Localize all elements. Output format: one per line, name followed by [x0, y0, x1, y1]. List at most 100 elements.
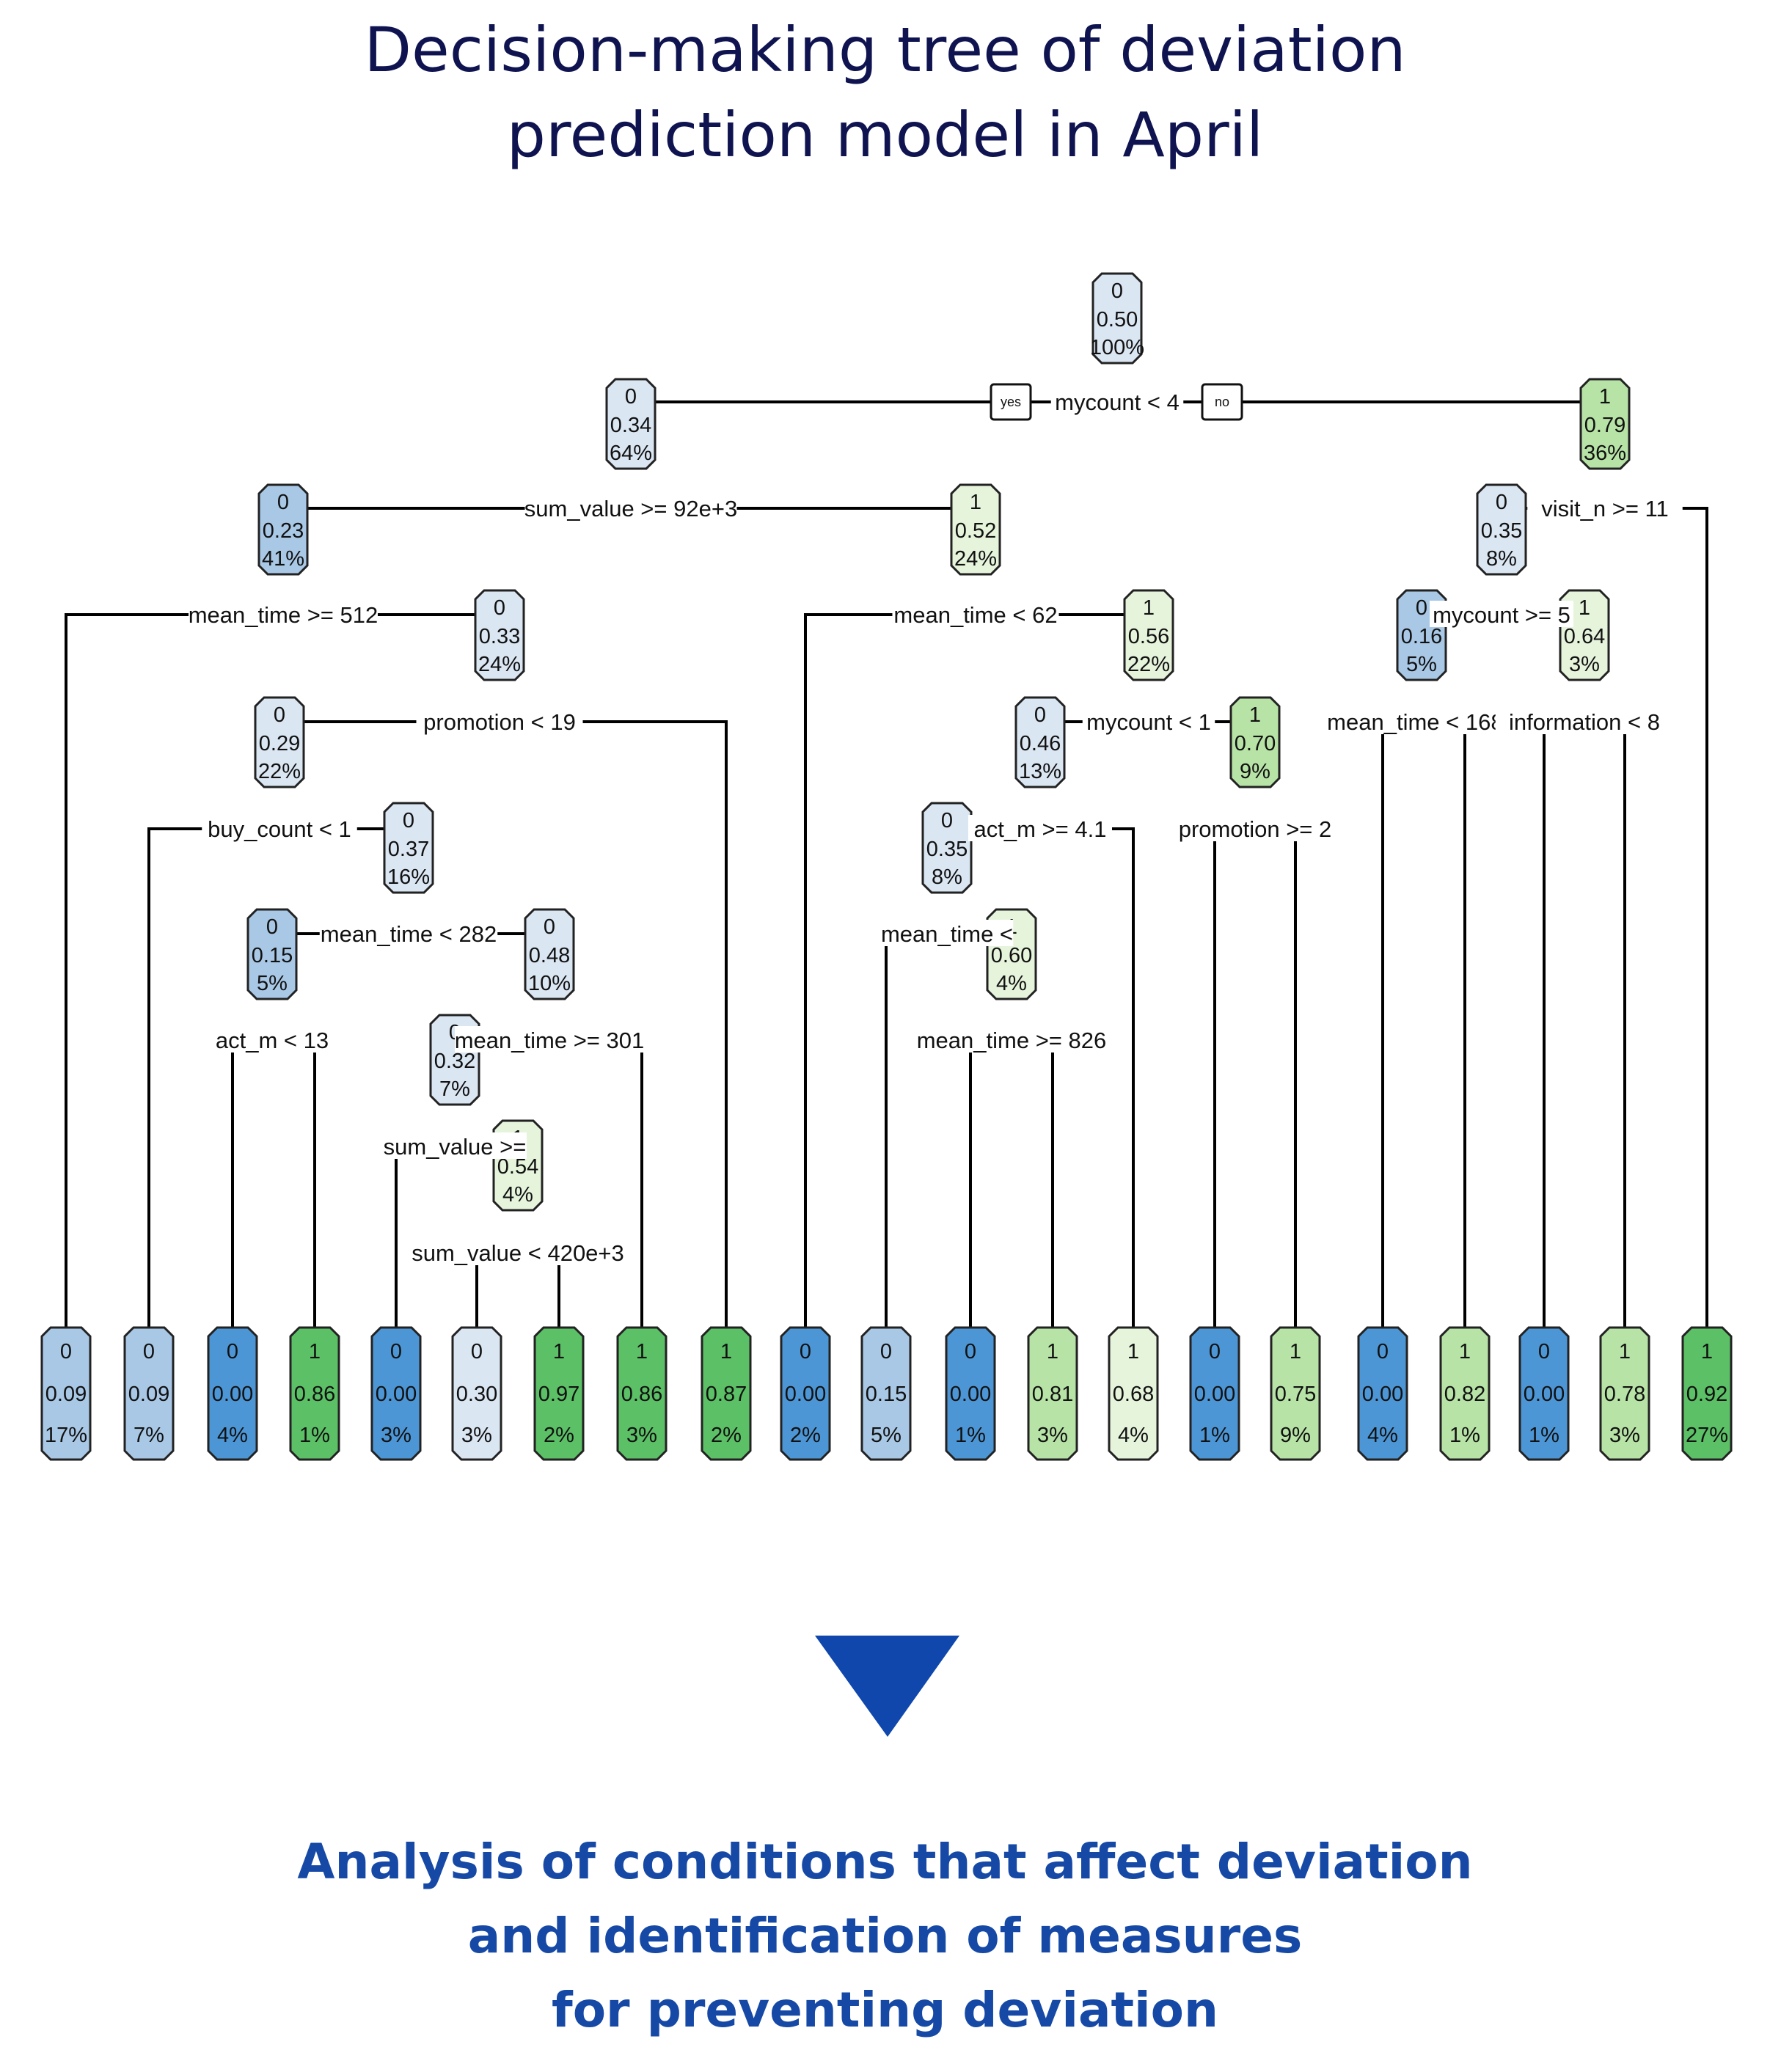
leaf-pct: 1% — [299, 1424, 330, 1447]
node-cls: 1 — [970, 491, 981, 514]
split-label-text: mean_time < 282 — [321, 921, 497, 947]
node-box — [254, 696, 305, 788]
node-pct: 8% — [932, 865, 962, 889]
split-label-bg — [455, 1026, 644, 1053]
leaf-cls: 1 — [553, 1340, 565, 1363]
leaf-cls: 0 — [143, 1340, 155, 1363]
leaf-box — [451, 1326, 502, 1461]
leaf-cls: 0 — [800, 1340, 811, 1363]
leaf-cls: 0 — [880, 1340, 892, 1363]
split-label-bg — [416, 708, 583, 734]
split-label-bg — [1082, 708, 1215, 734]
leaf-prob: 0.68 — [1113, 1383, 1154, 1406]
leaf-box — [616, 1326, 668, 1461]
leaf-cls: 1 — [1127, 1340, 1139, 1363]
split-label-text: mean_time >= 826 — [917, 1028, 1107, 1053]
node-pct: 22% — [258, 760, 301, 783]
node-cls: 0 — [274, 703, 285, 727]
leaf-node: 0 0.00 2% — [780, 1326, 831, 1461]
leaf-prob: 0.78 — [1604, 1383, 1645, 1406]
node-box — [605, 378, 657, 470]
split-label-text: mean_time < — [881, 921, 1013, 947]
node-prob: 0.48 — [529, 944, 570, 967]
leaf-cls: 0 — [1538, 1340, 1550, 1363]
leaf-box — [1518, 1326, 1570, 1461]
split-label-text: promotion >= 2 — [1179, 816, 1332, 842]
leaf-prob: 0.00 — [785, 1383, 826, 1406]
leaf-pct: 4% — [1367, 1424, 1398, 1447]
leaf-box — [1270, 1326, 1321, 1461]
split-label-text: act_m < 13 — [216, 1028, 329, 1053]
leaf-box — [289, 1326, 340, 1461]
split-label-text: mycount >= 5 — [1433, 602, 1570, 628]
node-cls: 0 — [544, 915, 555, 939]
leaf-pct: 3% — [626, 1424, 657, 1447]
leaf-box — [1027, 1326, 1078, 1461]
split-label: mycount < 1 — [1082, 708, 1215, 735]
node-prob: 0.52 — [955, 519, 996, 543]
leaf-node: 10.861% — [289, 1326, 340, 1461]
leaf-cls: 0 — [1209, 1340, 1221, 1363]
split-label-bg — [1050, 388, 1184, 414]
split-label-text: mean_time >= 512 — [189, 602, 378, 628]
node-box — [524, 908, 575, 1000]
leaf-prob: 0.75 — [1275, 1383, 1316, 1406]
leaf-box — [701, 1326, 752, 1461]
leaf-pct: 5% — [871, 1424, 902, 1447]
leaf-node: 00.004% — [1357, 1326, 1408, 1461]
no-badge-box — [1201, 383, 1243, 421]
yes-badge-box — [990, 383, 1032, 421]
node-box — [257, 483, 309, 576]
leaf-prob: 0.81 — [1032, 1383, 1073, 1406]
node-pct: 22% — [1127, 653, 1170, 676]
split-label-bg — [412, 1239, 624, 1265]
leaf-node: 1 0.82 1% — [1439, 1326, 1491, 1461]
leaf-pct: 2% — [790, 1424, 821, 1447]
leaf-cls: 1 — [636, 1340, 648, 1363]
split-label-text: mean_time < 62 — [893, 602, 1057, 628]
split-label-bg — [319, 920, 498, 946]
split-label: sum_value >= — [383, 1132, 527, 1160]
split-label-text: buy_count < 1 — [208, 816, 351, 842]
split-label-text: mean_time < 1686 — [1327, 709, 1516, 735]
leaf-cls: 0 — [60, 1340, 72, 1363]
split-label-bg — [383, 1132, 527, 1159]
split-label-bg — [202, 815, 357, 841]
split-label: act_m >= 4.1 — [968, 815, 1112, 842]
leaf-cls: 1 — [1459, 1340, 1471, 1363]
leaf-pct: 17% — [45, 1424, 87, 1447]
node-box — [950, 483, 1001, 576]
leaf-node: 10.972% — [533, 1326, 585, 1461]
leaf-pct: 1% — [1449, 1424, 1480, 1447]
tree-node: 00.358% — [921, 802, 973, 894]
split-label-text: mycount < 1 — [1086, 709, 1211, 735]
caption-line-2: and identification of measures — [467, 1908, 1303, 1964]
split-label: mycount >= 5 — [1430, 601, 1573, 628]
leaf-cls: 1 — [1290, 1340, 1301, 1363]
leaf-pct: 1% — [1199, 1424, 1230, 1447]
leaf-prob: 0.82 — [1444, 1383, 1485, 1406]
leaf-prob: 0.86 — [621, 1383, 662, 1406]
leaf-cls: 1 — [1701, 1340, 1713, 1363]
leaf-box — [1599, 1326, 1650, 1461]
leaf-box — [533, 1326, 585, 1461]
leaf-box — [1357, 1326, 1408, 1461]
node-prob: 0.79 — [1584, 414, 1625, 437]
leaf-cls: 0 — [965, 1340, 976, 1363]
split-label: mean_time >= 301 — [455, 1026, 644, 1053]
split-label: promotion < 19 — [416, 708, 583, 735]
node-pct: 36% — [1584, 442, 1626, 465]
split-label-text: sum_value >= — [384, 1134, 527, 1160]
node-cls: 0 — [1496, 491, 1507, 514]
split-label: buy_count < 1 — [202, 815, 357, 842]
split-label: visit_n >= 11 — [1527, 494, 1683, 521]
